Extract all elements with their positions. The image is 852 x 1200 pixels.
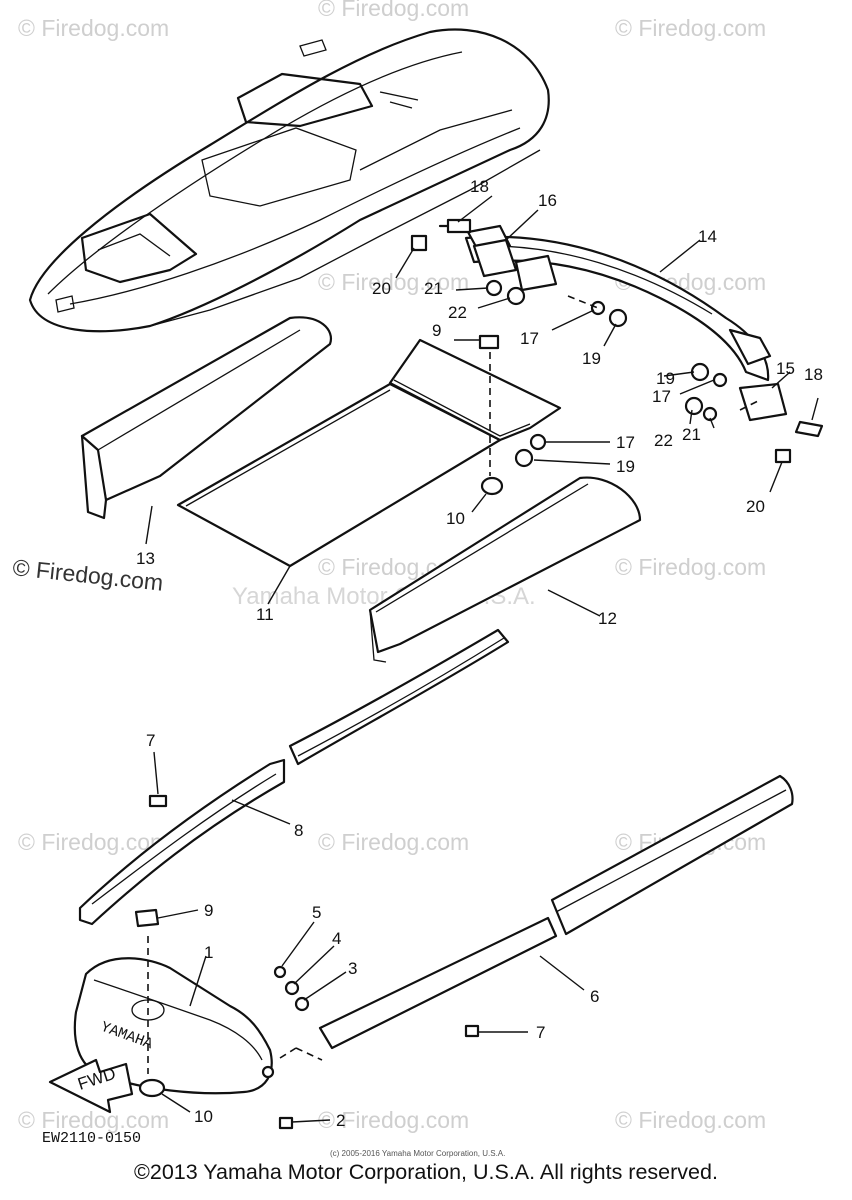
callout-9: 9 xyxy=(204,901,213,920)
callout-10: 10 xyxy=(194,1107,213,1126)
callout-19: 19 xyxy=(656,369,675,388)
bracket-16 xyxy=(472,238,558,292)
callout-7: 7 xyxy=(146,731,155,750)
callout-21: 21 xyxy=(682,425,701,444)
callout-20: 20 xyxy=(372,279,391,298)
side-strake-6 xyxy=(273,774,794,1061)
callout-19: 19 xyxy=(582,349,601,368)
callout-4: 4 xyxy=(332,929,341,948)
deck-panel xyxy=(388,338,562,442)
watermark-site: © Firedog.com xyxy=(615,554,766,580)
watermark-site: © Firedog.com xyxy=(18,829,169,855)
callout-22: 22 xyxy=(654,431,673,450)
watermark-site: © Firedog.com xyxy=(318,829,469,855)
callout-5: 5 xyxy=(312,903,321,922)
callout-17: 17 xyxy=(652,387,671,406)
watermark-site: © Firedog.com xyxy=(318,269,469,295)
hardware-set xyxy=(410,218,824,496)
deck-mat-12 xyxy=(368,476,642,663)
callout-22: 22 xyxy=(448,303,467,322)
callout-17: 17 xyxy=(520,329,539,348)
watermark-site: © Firedog.com xyxy=(615,15,766,41)
bracket-15 xyxy=(738,382,788,422)
callout-16: 16 xyxy=(538,191,557,210)
callout-17: 17 xyxy=(616,433,635,452)
callout-6: 6 xyxy=(590,987,599,1006)
callout-19: 19 xyxy=(616,457,635,476)
callout-1: 1 xyxy=(204,943,213,962)
watermark-site: © Firedog.com xyxy=(18,15,169,41)
watermark-site: © Firedog.com xyxy=(615,1107,766,1133)
deck-mat-13 xyxy=(80,316,333,520)
callout-leaders xyxy=(145,195,819,1123)
callout-labels: 18 16 14 20 21 22 17 19 9 15 18 19 17 22… xyxy=(136,177,823,1130)
callout-13: 13 xyxy=(136,549,155,568)
diagram-code: EW2110-0150 xyxy=(42,1130,141,1147)
callout-7: 7 xyxy=(536,1023,545,1042)
watermark-site: © Firedog.com xyxy=(318,0,469,21)
callout-9: 9 xyxy=(432,321,441,340)
callout-20: 20 xyxy=(746,497,765,516)
copyright-footer: ©2013 Yamaha Motor Corporation, U.S.A. A… xyxy=(134,1160,718,1184)
small-copyright-notice: (c) 2005-2016 Yamaha Motor Corporation, … xyxy=(330,1149,505,1158)
forward-arrow-icon: FWD xyxy=(48,1058,134,1114)
callout-2: 2 xyxy=(336,1111,345,1130)
watermark-site: © Firedog.com xyxy=(18,1107,169,1133)
watercraft-hull xyxy=(28,28,550,333)
callout-10: 10 xyxy=(446,509,465,528)
callout-8: 8 xyxy=(294,821,303,840)
callout-21: 21 xyxy=(424,279,443,298)
watermark-site: © Firedog.com xyxy=(318,1107,469,1133)
callout-18: 18 xyxy=(470,177,489,196)
callout-3: 3 xyxy=(348,959,357,978)
strake-8 xyxy=(78,628,510,926)
callout-12: 12 xyxy=(598,609,617,628)
callout-11: 11 xyxy=(256,605,274,624)
callout-14: 14 xyxy=(698,227,717,246)
callout-15: 15 xyxy=(776,359,795,378)
callout-18: 18 xyxy=(804,365,823,384)
